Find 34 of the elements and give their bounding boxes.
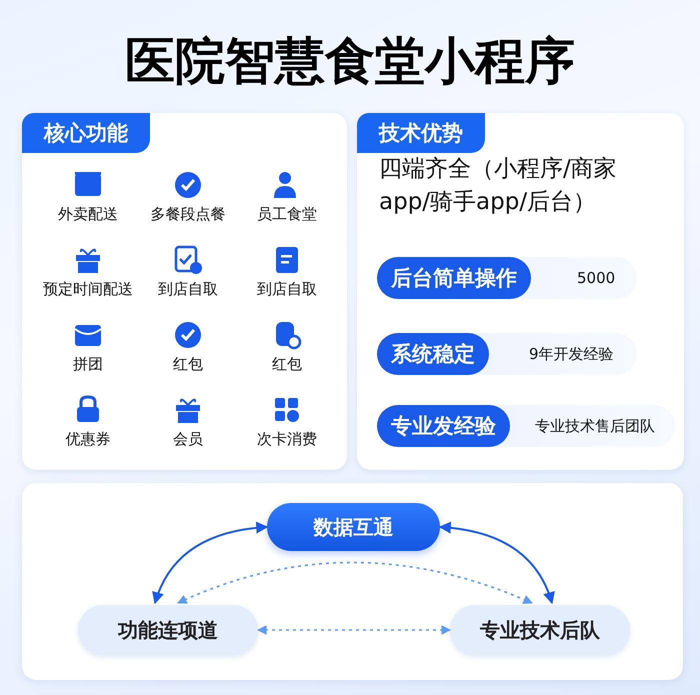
feature-label: 次卡消费: [257, 430, 317, 449]
feature-text: 四端齐全（小程序/商家app/骑手app/后台）: [379, 155, 618, 217]
pill-label: 专业发经验: [377, 405, 510, 447]
flow-node: 数据互通: [267, 503, 440, 551]
dashed-arrow: [177, 562, 533, 604]
feature-label: 预定时间配送: [43, 280, 133, 299]
stat-pill: [377, 257, 637, 299]
stat-pill: [377, 405, 675, 447]
arrow: [438, 522, 554, 604]
pill-value: 9年开发经验: [529, 344, 614, 365]
pill-value: 5000: [577, 268, 616, 289]
feature-label: 到店自取: [158, 280, 218, 299]
panel-card: [357, 113, 684, 470]
feature-label: 到店自取: [257, 280, 317, 299]
feature-label: 外卖配送: [58, 205, 118, 224]
feature-label: 红包: [272, 355, 302, 374]
page-title: 医院智慧食堂小程序: [124, 31, 576, 92]
section-heading: 技术优势: [357, 113, 485, 153]
feature-label: 拼团: [73, 355, 103, 374]
section-heading: 核心功能: [22, 113, 150, 153]
feature-label: 会员: [173, 430, 203, 449]
feature-label: 优惠券: [66, 430, 110, 449]
pill-label: 系统稳定: [377, 333, 489, 375]
feature-label: 红包: [173, 355, 203, 374]
pill-value: 专业技术售后团队: [535, 416, 655, 437]
stat-pill: [377, 333, 637, 375]
dashed-arrow: [257, 625, 451, 635]
feature-label: 多餐段点餐: [150, 205, 226, 224]
feature-label: 员工食堂: [257, 205, 317, 224]
panel-card: [22, 113, 347, 470]
pill-label: 后台简单操作: [377, 257, 531, 299]
flow-node: 专业技术后队: [450, 605, 630, 655]
flow-node: 功能连项道: [78, 605, 258, 655]
arrow: [152, 522, 268, 604]
